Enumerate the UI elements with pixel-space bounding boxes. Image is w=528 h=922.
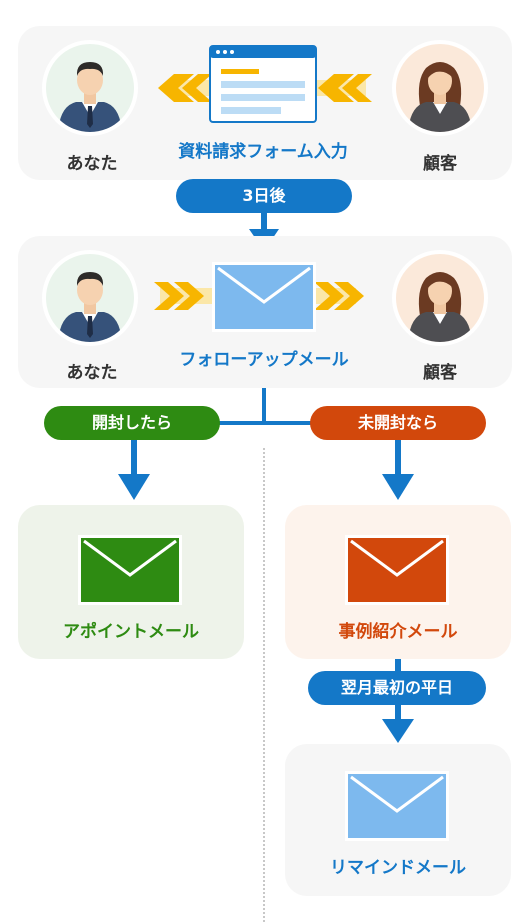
you-label-2: あなた [66, 363, 118, 383]
you-label-1: あなた [66, 154, 118, 174]
customer-label-2: 顧客 [423, 363, 457, 383]
case-study-mail-icon [345, 535, 449, 605]
unopened-branch-badge: 未開封なら [310, 406, 486, 440]
businesswoman-icon [408, 62, 472, 132]
appointment-mail-label: アポイントメール [63, 622, 199, 642]
down-arrow-icon [382, 705, 414, 743]
form-input-label: 資料請求フォーム入力 [178, 142, 348, 162]
branch-stem [262, 388, 266, 424]
connector-line [395, 659, 401, 673]
down-arrow-icon [118, 440, 150, 500]
down-arrow-icon [382, 440, 414, 500]
delay-3days-badge: 3日後 [176, 179, 352, 213]
appointment-mail-icon [78, 535, 182, 605]
opened-branch-badge: 開封したら [44, 406, 220, 440]
divider-dotted-line [263, 448, 265, 922]
followup-mail-icon [212, 262, 316, 332]
branch-bar [140, 421, 400, 425]
followup-mail-label: フォローアップメール [179, 350, 349, 370]
reminder-mail-icon [345, 771, 449, 841]
customer-avatar [392, 40, 488, 136]
you-avatar [42, 40, 138, 136]
reminder-mail-label: リマインドメール [330, 858, 466, 878]
businesswoman-icon [408, 272, 472, 342]
businessman-icon [58, 272, 122, 342]
form-window-icon [209, 45, 317, 123]
next-month-badge: 翌月最初の平日 [308, 671, 486, 705]
businessman-icon [58, 62, 122, 132]
you-avatar-2 [42, 250, 138, 346]
customer-avatar-2 [392, 250, 488, 346]
case-study-mail-label: 事例紹介メール [338, 622, 458, 642]
customer-label-1: 顧客 [423, 154, 457, 174]
